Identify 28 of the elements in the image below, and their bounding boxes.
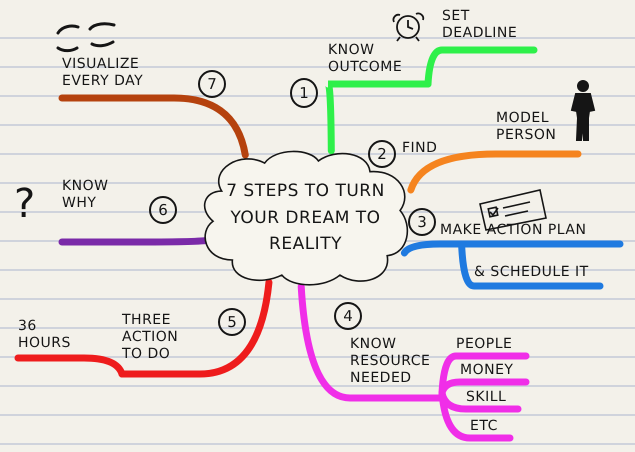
branch-label: THREE ACTION TO DO [122, 312, 200, 374]
step-number: 3 [408, 208, 436, 236]
central-topic: 7 STEPS TO TURN YOUR DREAM TO REALITY [226, 180, 386, 256]
mind-map-branch [58, 94, 249, 158]
branch-label: ETC [470, 418, 510, 438]
branch-label: PEOPLE [456, 336, 526, 356]
step-number: 5 [218, 308, 246, 336]
branch-label: SKILL [466, 389, 518, 409]
question-mark: ? [14, 184, 36, 224]
mind-map-branch [407, 150, 582, 194]
branch-label: 36 HOURS [18, 318, 84, 358]
mind-map-branch [424, 46, 538, 88]
step-number: 6 [149, 196, 177, 224]
mind-map-branch [14, 354, 126, 378]
step-number: 7 [198, 70, 226, 98]
branch-label: MONEY [460, 362, 526, 382]
branch-label: & SCHEDULE IT [474, 264, 600, 286]
branch-label: KNOW OUTCOME [328, 42, 428, 84]
branch-label: KNOW WHY [62, 178, 132, 242]
step-number: 2 [368, 140, 396, 168]
mind-map-branch [118, 278, 272, 378]
step-number: 4 [334, 302, 362, 330]
branch-label: SET DEADLINE [442, 8, 534, 50]
branch-label: FIND [402, 140, 460, 164]
branch-label: KNOW RESOURCE NEEDED [350, 336, 442, 398]
step-number: 1 [290, 78, 318, 108]
branch-label: VISUALIZE EVERY DAY [62, 56, 174, 98]
branch-label: MODEL PERSON [496, 110, 578, 154]
